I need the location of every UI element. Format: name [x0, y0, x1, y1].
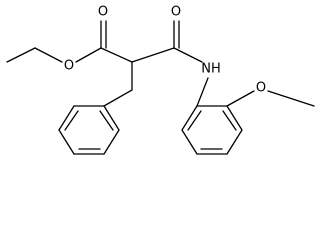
chemical-structure-diagram: O O O NH O	[6, 5, 315, 155]
bond-aryl-inner-3	[187, 110, 202, 131]
bond-n-ring	[196, 77, 209, 107]
bond-aryl-6	[181, 105, 198, 131]
bond-phenyl-inner-1	[64, 110, 79, 131]
bond-aryl-2	[226, 105, 243, 131]
bond-amide-c-n	[173, 47, 203, 63]
bond-aryl-3	[226, 129, 243, 155]
bond-phenyl-3	[58, 129, 75, 155]
bond-aryl-inner-1	[222, 110, 237, 131]
atom-label-ester-carbonyl-oxygen: O	[98, 5, 108, 20]
bond-ester-c-alpha-c	[100, 47, 133, 63]
bond-alpha-c-amide-c	[131, 47, 175, 63]
bond-phenyl-inner-3	[99, 110, 114, 131]
bond-phenyl-5	[103, 129, 120, 155]
bond-phenyl-6	[103, 105, 120, 131]
bond-phenyl-2	[58, 105, 75, 131]
atom-label-methoxy-oxygen: O	[256, 81, 266, 96]
bond-ethyl-ch3-ch2	[6, 47, 36, 63]
bond-aryl-5	[181, 129, 198, 155]
atom-label-amide-carbonyl-oxygen: O	[171, 5, 181, 20]
bond-ester-o-carbonyl-c	[75, 47, 102, 63]
atom-label-ester-ether-oxygen: O	[64, 59, 74, 74]
bond-ethyl-ch2-o	[34, 47, 63, 63]
bond-benzyl-ch2-ring	[103, 89, 133, 107]
atom-label-amide-nitrogen: NH	[201, 62, 221, 77]
bond-aryl-methoxy-o	[226, 90, 255, 107]
bond-methoxy-o-ch3	[267, 90, 315, 107]
